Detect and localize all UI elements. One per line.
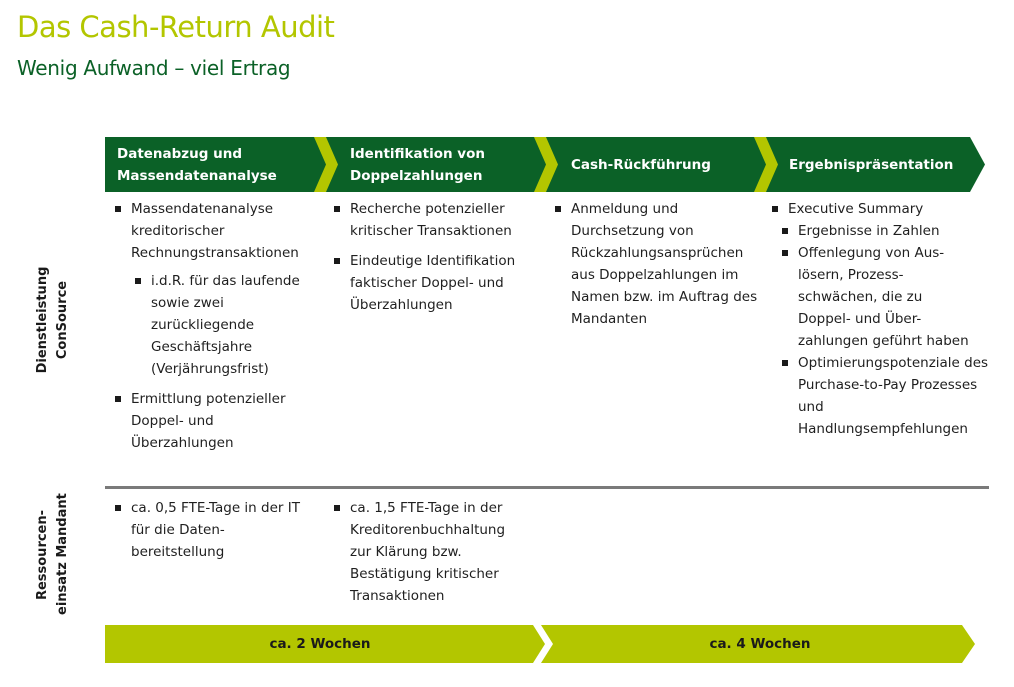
resources-col-2: ca. 1,5 FTE-Tage in der Kreditorenbuchha… [328,497,538,615]
list-item: ca. 1,5 FTE-Tage in der Kreditorenbuchha… [328,497,530,607]
list-item: ca. 0,5 FTE-Tage in der IT für die Daten… [109,497,306,563]
row-label-resources-line2: einsatz Mandant [55,493,70,615]
page-title: Das Cash-Return Audit [17,10,335,44]
list-item-sub: Optimierungspotenziale des Purchase-to-P… [776,352,993,440]
list-item: Recherche potenzieller kritischer Transa… [328,198,538,242]
service-col-4: Executive Summary Ergebnisse in Zahlen O… [766,198,991,440]
list-item-sub: Offenlegung von Aus-lösern, Prozess-schw… [776,242,973,352]
chevron-separator-1 [314,137,338,192]
row-label-service: Dienstleistung ConSource [33,260,73,380]
duration-bar-4-weeks [541,625,975,663]
list-item: Eindeutige Identifikation faktischer Dop… [328,250,535,316]
row-label-service-line1: Dienstleistung [35,266,50,374]
service-col-2: Recherche potenzieller kritischer Transa… [328,198,538,324]
phase-3-label: Cash-Rückführung [571,157,711,173]
service-col-3: Anmeldung und Durchsetzung von Rückzahlu… [549,198,761,338]
list-item: Ermittlung potenzieller Doppel- und Über… [109,388,301,454]
row-divider [105,486,989,489]
chevron-separator-3 [754,137,778,192]
page-subtitle: Wenig Aufwand – viel Ertrag [17,56,291,80]
duration-label-1: ca. 2 Wochen [269,636,371,652]
row-label-resources-line1: Ressourcen- [35,509,50,601]
row-label-resources: Ressourcen- einsatz Mandant [33,493,73,615]
list-item: Anmeldung und Durchsetzung von Rückzahlu… [549,198,761,330]
chevron-separator-2 [534,137,558,192]
phase-1-label: Datenabzug und Massendatenanalyse [117,146,277,184]
list-item-sub: i.d.R. für das laufende sowie zwei zurüc… [129,270,321,380]
duration-bar-2-weeks [105,625,545,663]
list-item: Executive Summary [766,198,991,220]
list-item: Massendatenanalyse kreditorischer Rechnu… [109,198,319,264]
resources-col-1: ca. 0,5 FTE-Tage in der IT für die Daten… [109,497,309,571]
phase-4-label: Ergebnispräsentation [789,157,954,173]
service-col-1: Massendatenanalyse kreditorischer Rechnu… [109,198,319,462]
row-label-service-line2: ConSource [55,280,70,360]
duration-label-2: ca. 4 Wochen [709,636,811,652]
phase-2-label: Identifikation von Doppelzahlungen [350,146,485,184]
list-item-sub: Ergebnisse in Zahlen [776,220,991,242]
